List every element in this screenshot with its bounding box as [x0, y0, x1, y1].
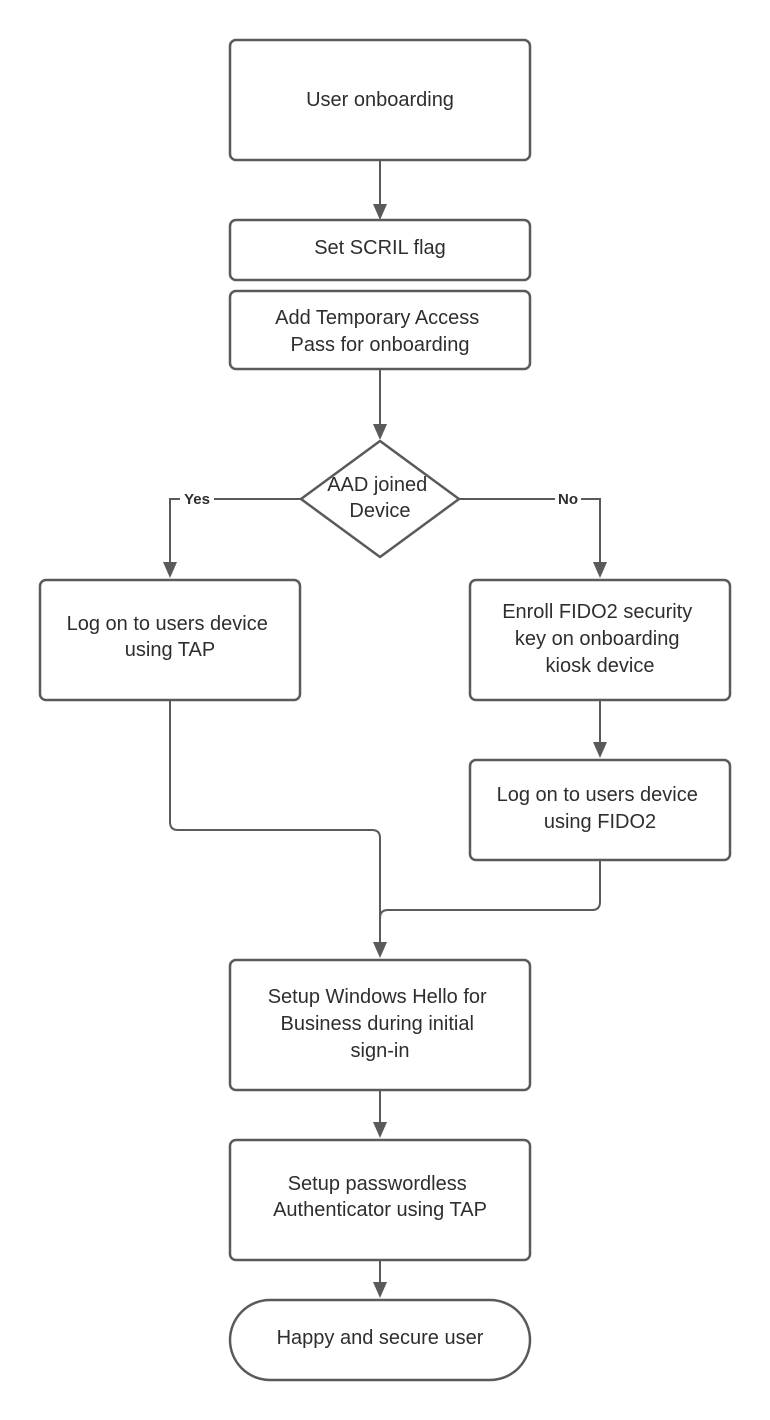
- edge-decision-no: [459, 498, 607, 578]
- node-happy-secure-user: Happy and secure user: [228, 1298, 532, 1382]
- node-line: Happy and secure user: [277, 1327, 484, 1349]
- node-line: Business during initial: [281, 1013, 474, 1035]
- edge-logon-fido-to-whfb: [379, 860, 601, 919]
- edge-enroll-to-logon-fido: [593, 700, 607, 758]
- svg-text:Set SCRIL flag: Set SCRIL flag: [314, 237, 446, 259]
- svg-text:Setup Windows Hello for: Setup Windows Hello for Business during …: [268, 986, 493, 1062]
- flow-edges: Yes No: [163, 160, 607, 1298]
- node-line: using FIDO2: [544, 811, 656, 833]
- node-line: AAD joined: [327, 474, 427, 496]
- node-line: key on onboarding: [515, 628, 680, 650]
- edge-whfb-to-passwordless: [373, 1090, 387, 1138]
- node-line: User onboarding: [306, 89, 454, 111]
- node-line: Setup passwordless: [288, 1173, 467, 1195]
- node-line: Log on to users device: [67, 613, 268, 635]
- node-line: Set SCRIL flag: [314, 237, 446, 259]
- edge-label-yes: Yes: [184, 491, 210, 508]
- node-set-scril-flag: Set SCRIL flag: [228, 218, 532, 282]
- node-line: kiosk device: [546, 655, 655, 677]
- svg-text:User onboarding: User onboarding: [306, 89, 454, 111]
- node-setup-windows-hello: Setup Windows Hello for Business during …: [228, 958, 532, 1092]
- node-decision-aad-joined: AAD joined Device: [299, 439, 461, 559]
- node-line: sign-in: [351, 1040, 410, 1062]
- node-line: Authenticator using TAP: [273, 1199, 487, 1221]
- edge-onboarding-to-scril: [373, 160, 387, 220]
- svg-text:Setup passwordless Aut: Setup passwordless Authenticator using T…: [273, 1173, 487, 1221]
- edge-tap-pass-to-decision: [373, 369, 387, 440]
- node-line: Log on to users device: [497, 784, 698, 806]
- svg-text:Happy and secure user: Happy and secure user: [277, 1327, 484, 1349]
- edge-label-no: No: [558, 491, 578, 508]
- edge-decision-yes: [163, 498, 301, 578]
- node-line: Add Temporary Access: [275, 307, 479, 329]
- node-user-onboarding: User onboarding: [228, 38, 532, 162]
- node-setup-passwordless: Setup passwordless Authenticator using T…: [228, 1138, 532, 1262]
- flow-nodes: User onboarding Set SCRIL flag Add Tempo…: [38, 38, 732, 1382]
- node-line: Enroll FIDO2 security: [502, 601, 692, 623]
- edge-logon-tap-to-whfb: [169, 700, 387, 958]
- node-enroll-fido2-key: Enroll FIDO2 security key on onboarding …: [468, 578, 732, 702]
- svg-text:Enroll FIDO2 security: Enroll FIDO2 security key on onboarding …: [502, 601, 698, 677]
- node-line: Device: [349, 500, 410, 522]
- node-line: using TAP: [125, 639, 215, 661]
- node-logon-using-tap: Log on to users device using TAP: [38, 578, 302, 702]
- svg-text:Log on to users device: Log on to users device using TAP: [67, 613, 274, 661]
- edge-passwordless-to-happy: [373, 1260, 387, 1298]
- node-line: Setup Windows Hello for: [268, 986, 487, 1008]
- svg-text:AAD joined Device: AAD joined Device: [327, 474, 433, 522]
- svg-text:Log on to users device: Log on to users device using FIDO2: [497, 784, 704, 833]
- node-logon-using-fido2: Log on to users device using FIDO2: [468, 758, 732, 862]
- svg-text:Add Temporary Access P: Add Temporary Access Pass for onboarding: [275, 307, 485, 356]
- node-add-temporary-access-pass: Add Temporary Access Pass for onboarding: [228, 289, 532, 371]
- node-line: Pass for onboarding: [290, 334, 469, 356]
